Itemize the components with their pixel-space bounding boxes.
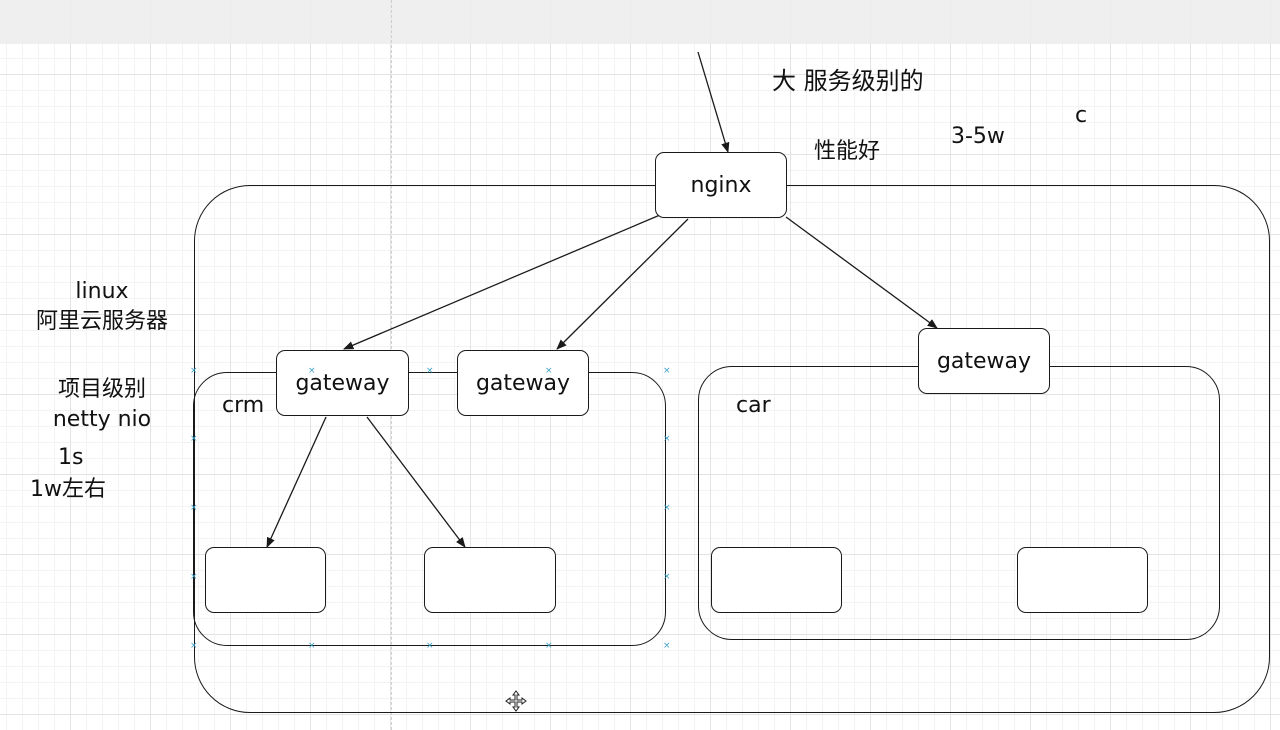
crm-service-box-2[interactable]	[424, 547, 556, 613]
move-cursor-icon	[505, 690, 527, 712]
selection-handle[interactable]: ×	[545, 366, 553, 376]
arrow-nginx-to-gateway-car	[785, 216, 938, 329]
car-gateway-node[interactable]: gateway	[918, 328, 1050, 394]
gateway-label: gateway	[475, 370, 571, 396]
performance-text: 性能好	[814, 139, 881, 164]
selection-handle[interactable]: ×	[663, 641, 671, 651]
server-line-1: linux	[75, 279, 129, 304]
selection-handle[interactable]: ×	[190, 641, 198, 651]
gateway-label: gateway	[936, 348, 1032, 374]
selection-handle[interactable]: ×	[190, 503, 198, 513]
selection-handle[interactable]: ×	[663, 366, 671, 376]
nginx-node[interactable]: nginx	[655, 152, 787, 218]
selection-handle[interactable]: ×	[663, 503, 671, 513]
arrow-gateway-to-service-2	[366, 416, 466, 548]
selection-handle[interactable]: ×	[190, 366, 198, 376]
crm-label: crm	[222, 393, 265, 418]
selection-handle[interactable]: ×	[426, 366, 434, 376]
arrow-nginx-to-gateway-2	[556, 218, 689, 350]
selection-handle[interactable]: ×	[308, 641, 316, 651]
canvas-toolbar-area	[0, 0, 1280, 44]
server-line-2: 阿里云服务器	[35, 309, 168, 334]
rate-text: 3-5w	[951, 124, 1005, 149]
throughput-line-1: 1s	[58, 445, 84, 470]
selection-handle[interactable]: ×	[190, 572, 198, 582]
selection-handle[interactable]: ×	[308, 366, 316, 376]
selection-handle[interactable]: ×	[663, 572, 671, 582]
arrow-gateway-to-service-1	[266, 416, 327, 548]
project-line-1: 项目级别	[57, 377, 146, 402]
project-line-2: netty nio	[52, 407, 152, 432]
car-service-box-2[interactable]	[1017, 547, 1148, 613]
service-level-text: 大 服务级别的	[772, 67, 924, 95]
crm-gateway-node-1[interactable]: gateway	[276, 350, 409, 416]
language-text: c	[1075, 103, 1088, 128]
crm-gateway-node-2[interactable]: gateway	[457, 350, 589, 416]
arrow-nginx-to-gateway-1	[343, 214, 661, 350]
crm-container[interactable]	[193, 372, 666, 646]
selection-handle[interactable]: ×	[545, 641, 553, 651]
selection-handle[interactable]: ×	[663, 434, 671, 444]
gateway-label: gateway	[295, 370, 390, 396]
selection-handle[interactable]: ×	[190, 434, 198, 444]
car-service-box-1[interactable]	[711, 547, 842, 613]
car-label: car	[736, 393, 771, 418]
selection-handle[interactable]: ×	[426, 641, 434, 651]
crm-service-box-1[interactable]	[205, 547, 326, 613]
arrow-into-nginx	[697, 51, 730, 153]
nginx-label: nginx	[690, 172, 752, 198]
throughput-line-2: 1w左右	[30, 477, 106, 502]
